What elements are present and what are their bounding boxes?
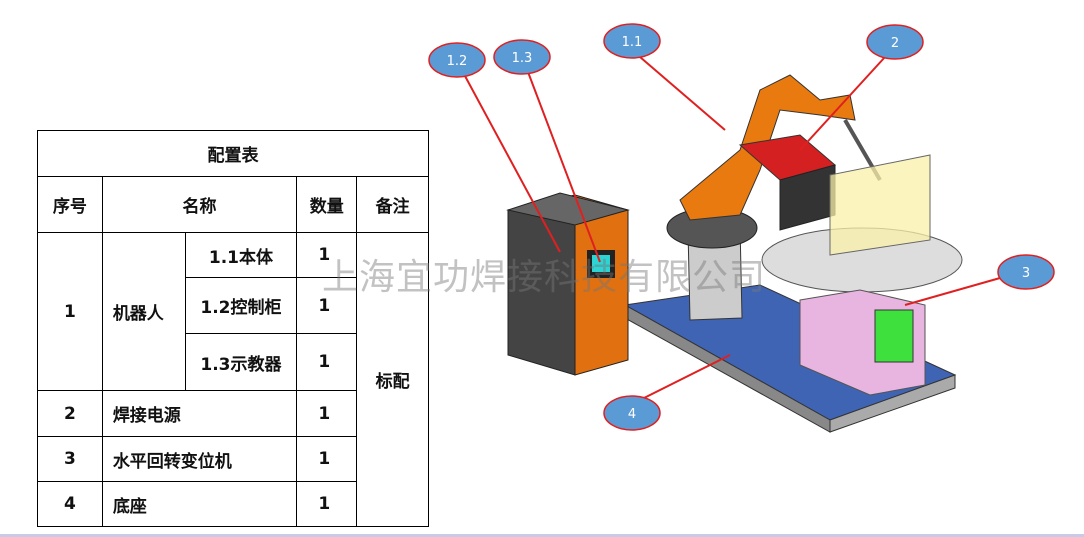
header-no: 序号 <box>37 176 103 233</box>
row-name: 机器人 <box>101 232 186 391</box>
callout-label: 4 <box>628 407 636 422</box>
config-table: 配置表 序号 名称 数量 备注 1 机器人 1.1本体 1 标配 1.2控制柜 … <box>37 130 429 527</box>
row-qty: 1 <box>296 436 358 482</box>
row-name: 水平回转变位机 <box>101 436 298 482</box>
callout-label: 1.2 <box>447 54 468 69</box>
callout-label: 3 <box>1022 266 1030 281</box>
callout-1-3: 1.3 <box>493 39 551 75</box>
header-qty: 数量 <box>296 176 358 233</box>
bottom-divider <box>0 534 1084 537</box>
callout-1-1: 1.1 <box>603 23 661 59</box>
table-title: 配置表 <box>37 130 429 177</box>
row-qty: 1 <box>296 390 358 437</box>
row-qty: 1 <box>296 333 358 391</box>
watermark: 上海宜功焊接科技有限公司 <box>322 257 767 298</box>
callout-label: 2 <box>891 36 899 51</box>
callout-4: 4 <box>603 395 661 431</box>
header-remark: 备注 <box>356 176 429 233</box>
row-no: 2 <box>37 390 103 437</box>
sub-name: 1.3示教器 <box>184 333 298 391</box>
callout-2: 2 <box>866 24 924 60</box>
row-no: 4 <box>37 481 103 527</box>
callout-3: 3 <box>997 254 1055 290</box>
callout-1-2: 1.2 <box>428 42 486 78</box>
sub-name: 1.1本体 <box>184 232 298 278</box>
row-qty: 1 <box>296 481 358 527</box>
callout-label: 1.3 <box>512 51 533 66</box>
sub-name: 1.2控制柜 <box>184 277 298 334</box>
callouts: 1.2 1.3 1.1 2 3 4 <box>428 23 1055 431</box>
remark: 标配 <box>356 232 429 527</box>
row-name: 底座 <box>101 481 298 527</box>
callout-label: 1.1 <box>622 35 643 50</box>
